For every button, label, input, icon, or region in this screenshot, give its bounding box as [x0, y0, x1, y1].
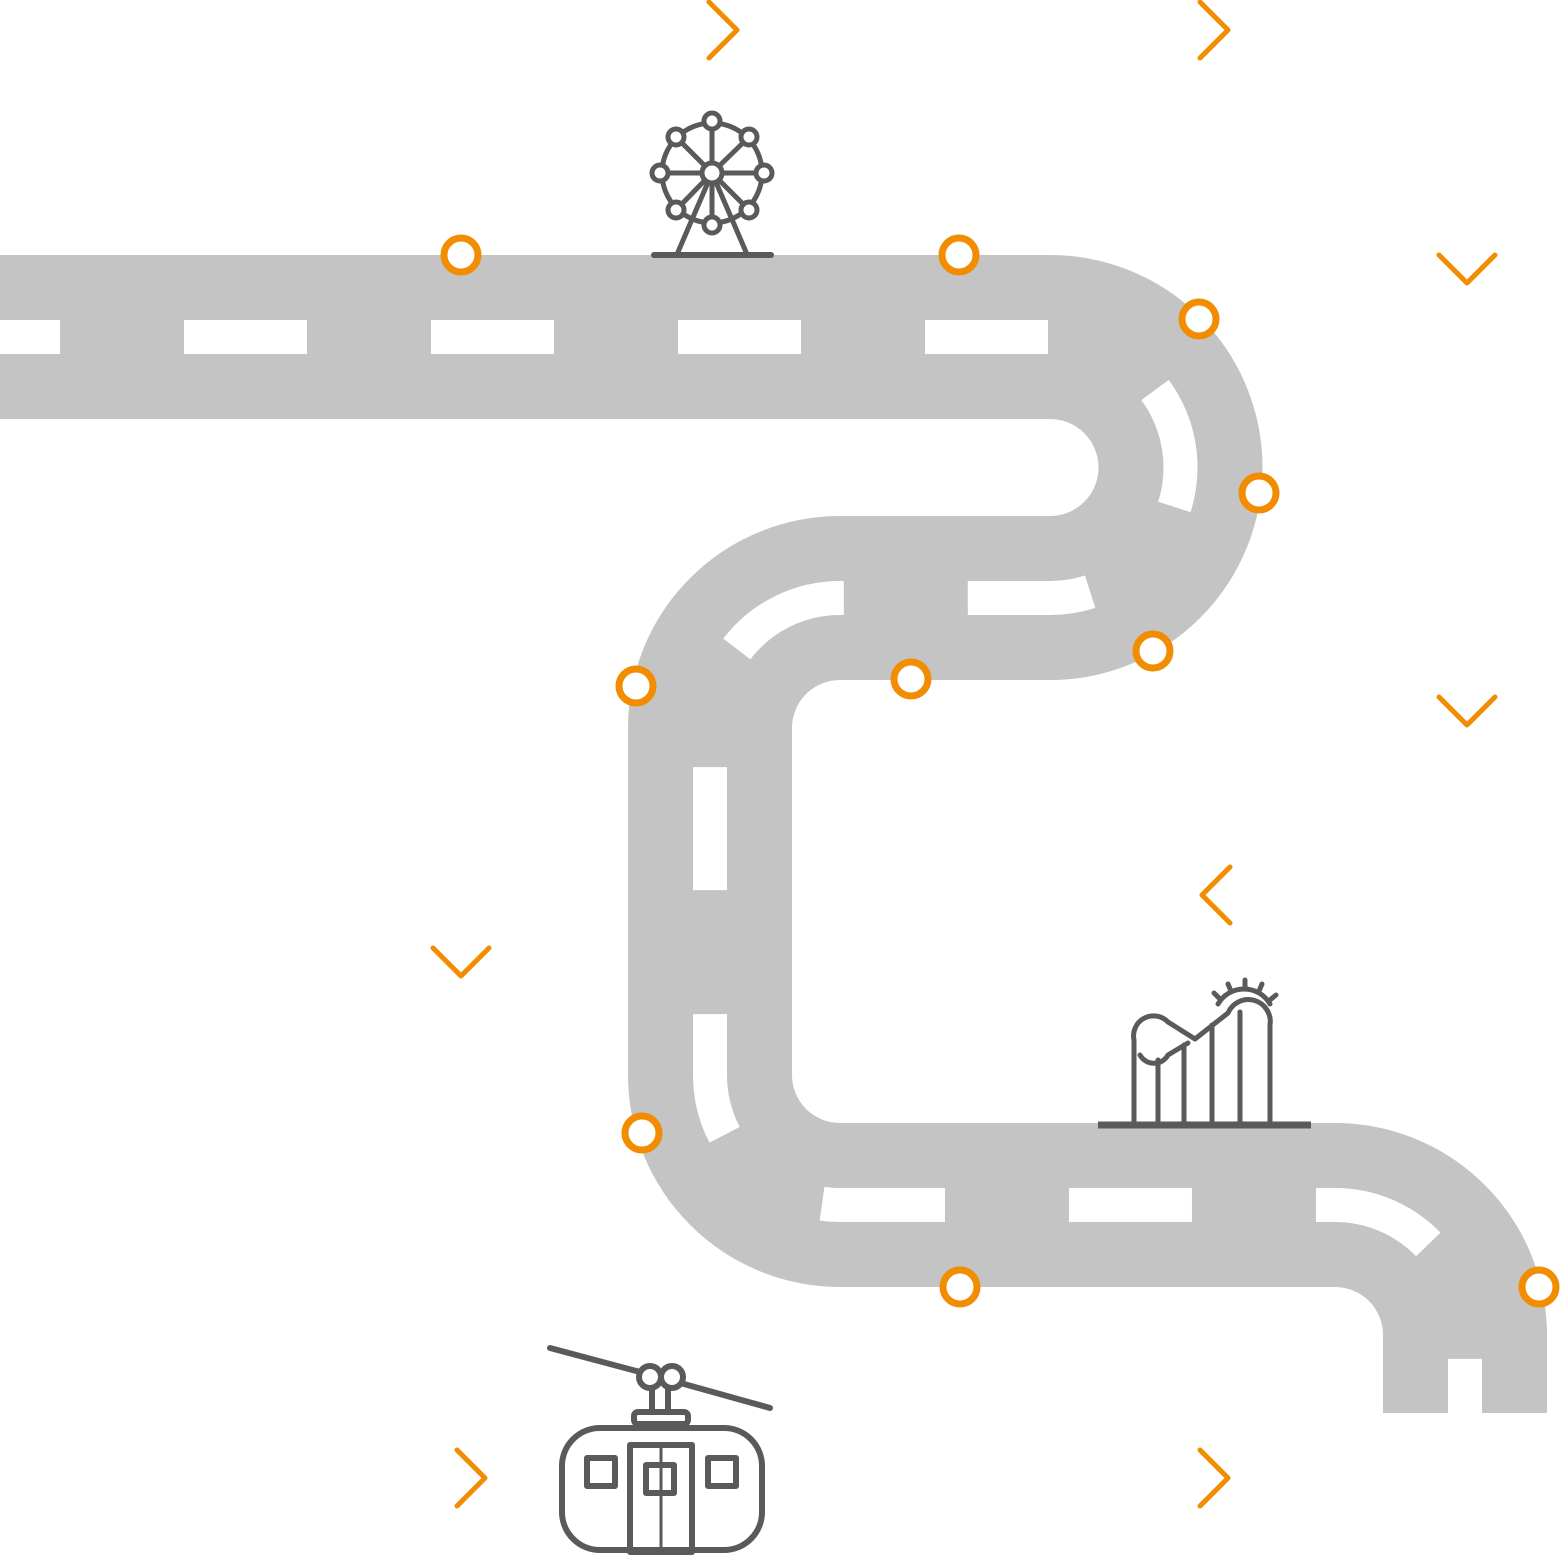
cable-car-icon — [547, 1345, 773, 1555]
chevron-icon — [1199, 864, 1233, 926]
roller-coaster-icon — [1098, 977, 1311, 1129]
chevron-icon — [1436, 694, 1498, 728]
waypoint-marker — [938, 234, 980, 276]
chevron-icon — [454, 1447, 488, 1509]
waypoint-marker — [615, 665, 657, 707]
waypoint-marker — [890, 658, 932, 700]
waypoint-marker — [1238, 472, 1280, 514]
road-center-dashes — [0, 320, 1482, 1413]
chevron-icon — [706, 0, 740, 61]
waypoint-marker — [1132, 630, 1174, 672]
waypoint-marker — [440, 234, 482, 276]
waypoint-marker — [1518, 1266, 1560, 1308]
chevron-icon — [430, 945, 492, 979]
chevron-icon — [1436, 252, 1498, 286]
waypoint-marker — [1178, 298, 1220, 340]
chevron-icon — [1197, 0, 1231, 61]
chevron-icon — [1197, 1447, 1231, 1509]
ferris-wheel-icon — [649, 110, 775, 258]
waypoint-marker — [621, 1112, 663, 1154]
waypoint-marker — [939, 1266, 981, 1308]
